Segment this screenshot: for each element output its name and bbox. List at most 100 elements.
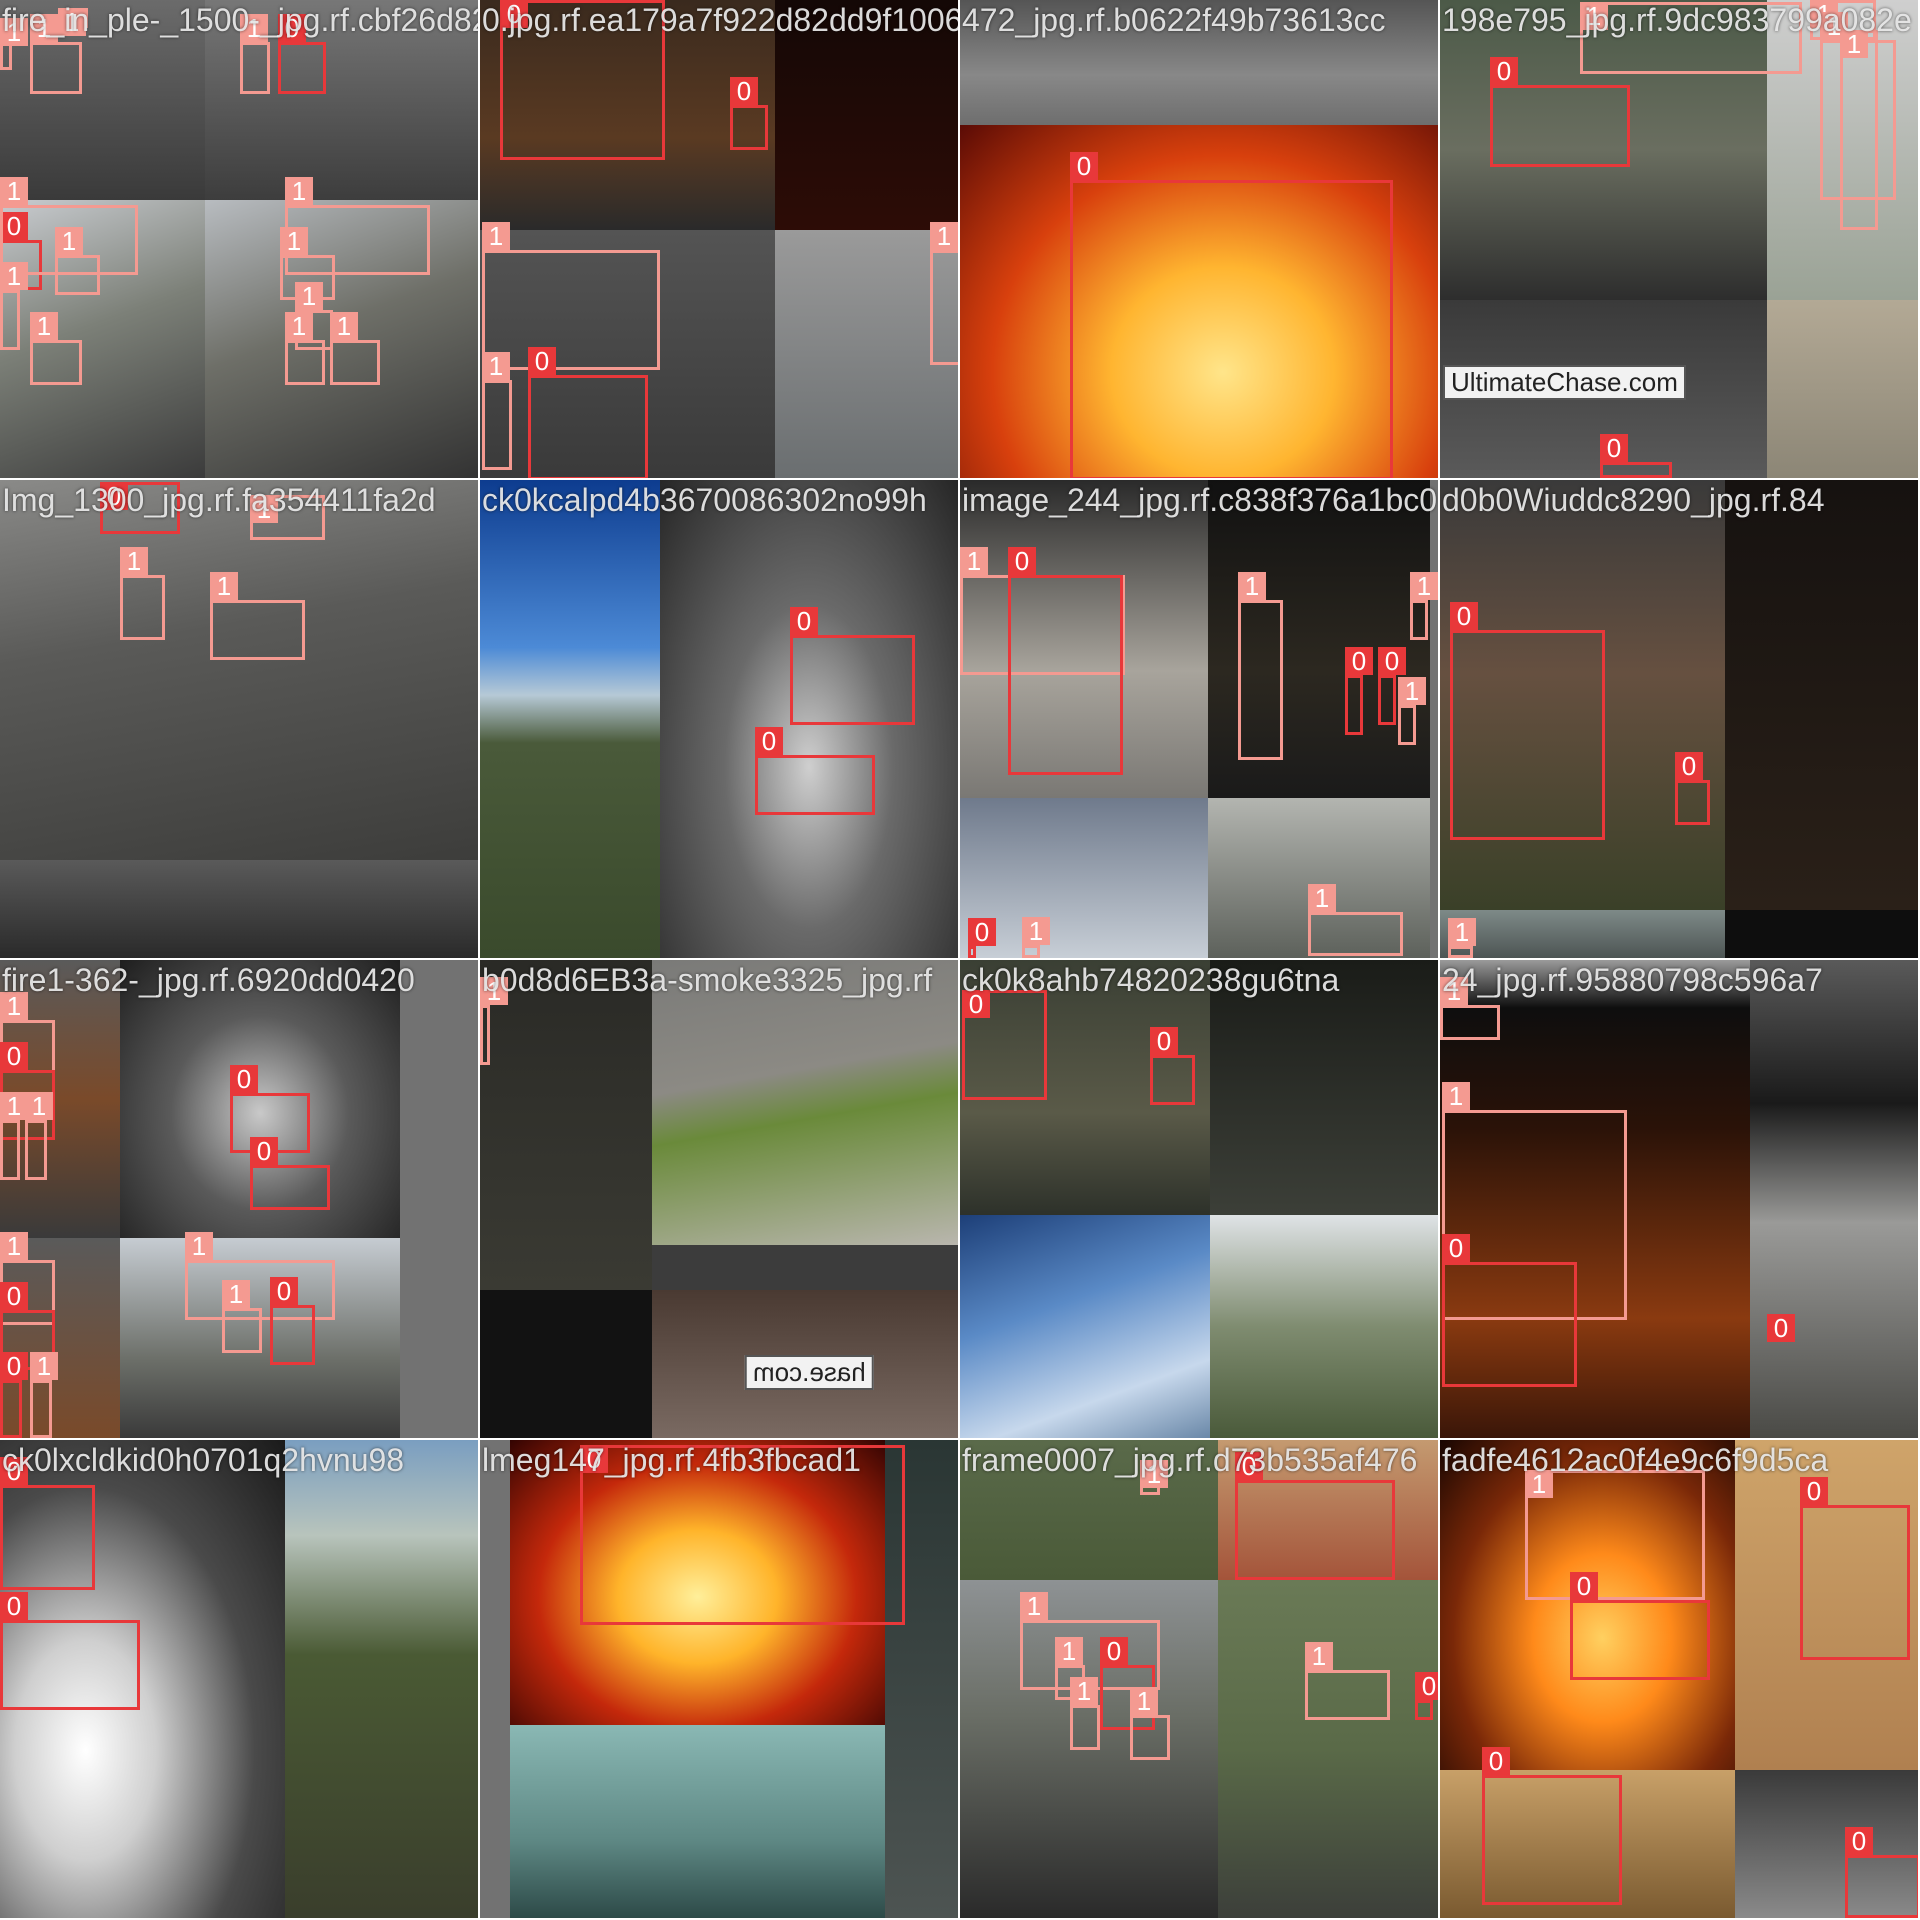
- class-label: 0: [0, 1042, 28, 1070]
- class-label: 1: [295, 282, 323, 310]
- class-label: 1: [1308, 884, 1336, 912]
- class-label: 1: [222, 1280, 250, 1308]
- tile-photo: [960, 480, 1208, 798]
- detection-box: 1: [0, 262, 28, 350]
- class-label: 0: [270, 1277, 298, 1305]
- tile-filename: fire_in_ple-_1500-_jpg.rf.cbf26d82ed5f41…: [2, 2, 478, 38]
- detection-box: 1: [240, 14, 270, 94]
- detection-box: 0: [1675, 752, 1710, 825]
- watermark-text: hase.com: [745, 1355, 874, 1390]
- class-label: 1: [250, 495, 278, 523]
- tile-filename: lmeg147_jpg.rf.4fb3fbcad1: [482, 1442, 861, 1478]
- class-label: 0: [100, 482, 128, 510]
- detection-box: 1: [0, 1092, 28, 1180]
- class-label: 0: [0, 1457, 28, 1485]
- tile-photo: [1767, 300, 1918, 478]
- class-label: 1: [1442, 1082, 1470, 1110]
- detection-box: 0: [1008, 547, 1123, 775]
- class-label: 0: [1415, 1672, 1438, 1700]
- class-label: 1: [1398, 677, 1426, 705]
- class-label: 0: [0, 1592, 28, 1620]
- detection-box: 1: [30, 14, 82, 94]
- tile-filename: 472_jpg.rf.b0622f49b73613cc: [962, 2, 1386, 38]
- class-label: 1: [120, 547, 148, 575]
- class-label: 1: [1840, 30, 1868, 58]
- class-label: 1: [0, 262, 28, 290]
- class-label: 0: [1070, 152, 1098, 180]
- tile-filename: image_244_jpg.rf.c838f376a1bc0: [962, 482, 1438, 518]
- detection-box: 1: [222, 1280, 262, 1353]
- detection-box: 0: [1767, 1314, 1795, 1351]
- tile-photo: [480, 1290, 652, 1438]
- mosaic-tile: UltimateChase.com111010198e795_jpg.rf.9d…: [1440, 0, 1918, 478]
- class-label: 1: [30, 14, 58, 42]
- class-label: 0: [1800, 1477, 1828, 1505]
- class-label: 0: [1570, 1572, 1598, 1600]
- tile-photo: [960, 798, 1208, 958]
- class-label: 0: [500, 0, 528, 28]
- tile-photo: [1440, 1440, 1735, 1770]
- class-label: 0: [230, 1065, 258, 1093]
- class-label: 1: [1448, 918, 1476, 946]
- detection-box: 0: [1345, 647, 1373, 735]
- detection-box: 1: [120, 547, 165, 640]
- class-label: 0: [730, 77, 758, 105]
- class-label: 0: [1675, 752, 1703, 780]
- detection-box: 0: [968, 918, 996, 958]
- class-label: 0: [250, 1137, 278, 1165]
- detection-box: 1: [1840, 30, 1878, 230]
- class-label: 1: [1525, 1470, 1553, 1498]
- class-label: 0: [580, 1445, 608, 1473]
- class-label: 1: [55, 227, 83, 255]
- class-label: 0: [278, 14, 306, 42]
- tile-photo: [480, 1440, 510, 1918]
- class-label: 1: [25, 1092, 53, 1120]
- class-label: 0: [1150, 1027, 1178, 1055]
- class-label: 1: [0, 1092, 28, 1120]
- detection-box: 0: [500, 0, 665, 160]
- detection-box: 1: [1525, 1470, 1705, 1600]
- class-label: 0: [790, 607, 818, 635]
- class-label: 0: [962, 990, 990, 1018]
- detection-box: 1: [480, 977, 508, 1065]
- detection-box: 1: [1130, 1687, 1170, 1760]
- tile-photo: [480, 0, 775, 230]
- tile-photo: [1725, 910, 1918, 958]
- tile-filename: ck0k8ahb74820238gu6tna: [962, 962, 1340, 998]
- tile-filename: fire1-362-_jpg.rf.6920dd0420: [2, 962, 415, 998]
- class-label: 1: [1055, 1637, 1083, 1665]
- detection-box: 1: [1448, 918, 1476, 958]
- detection-box: 0: [250, 1137, 330, 1210]
- detection-box: 0: [0, 1457, 95, 1590]
- class-label: 1: [1020, 1592, 1048, 1620]
- tile-photo: [1440, 0, 1767, 300]
- detection-box: 1: [210, 572, 305, 660]
- detection-box: 0: [1378, 647, 1406, 725]
- detection-box: 0: [1070, 152, 1393, 478]
- class-label: 0: [0, 1352, 28, 1380]
- class-label: 1: [1022, 917, 1050, 945]
- tile-photo: [1750, 960, 1918, 1438]
- detection-box: 1: [1070, 1677, 1100, 1750]
- class-label: 0: [528, 347, 556, 375]
- detection-box: 0: [1570, 1572, 1710, 1680]
- tile-filename: fadfe4612ac0f4e9c6f9d5ca: [1442, 1442, 1829, 1478]
- detection-box: 1: [1140, 1460, 1168, 1495]
- class-label: 1: [930, 222, 958, 250]
- detection-box: 0: [0, 1352, 28, 1438]
- detection-box: 0: [1800, 1477, 1910, 1660]
- detection-box: 1: [285, 312, 325, 385]
- detection-box: 1: [1308, 884, 1403, 956]
- tile-photo: [0, 480, 478, 860]
- class-label: 1: [0, 18, 28, 46]
- tile-photo: [1210, 960, 1438, 1215]
- tile-filename: frame0007_jpg.rf.d73b535af476: [962, 1442, 1418, 1478]
